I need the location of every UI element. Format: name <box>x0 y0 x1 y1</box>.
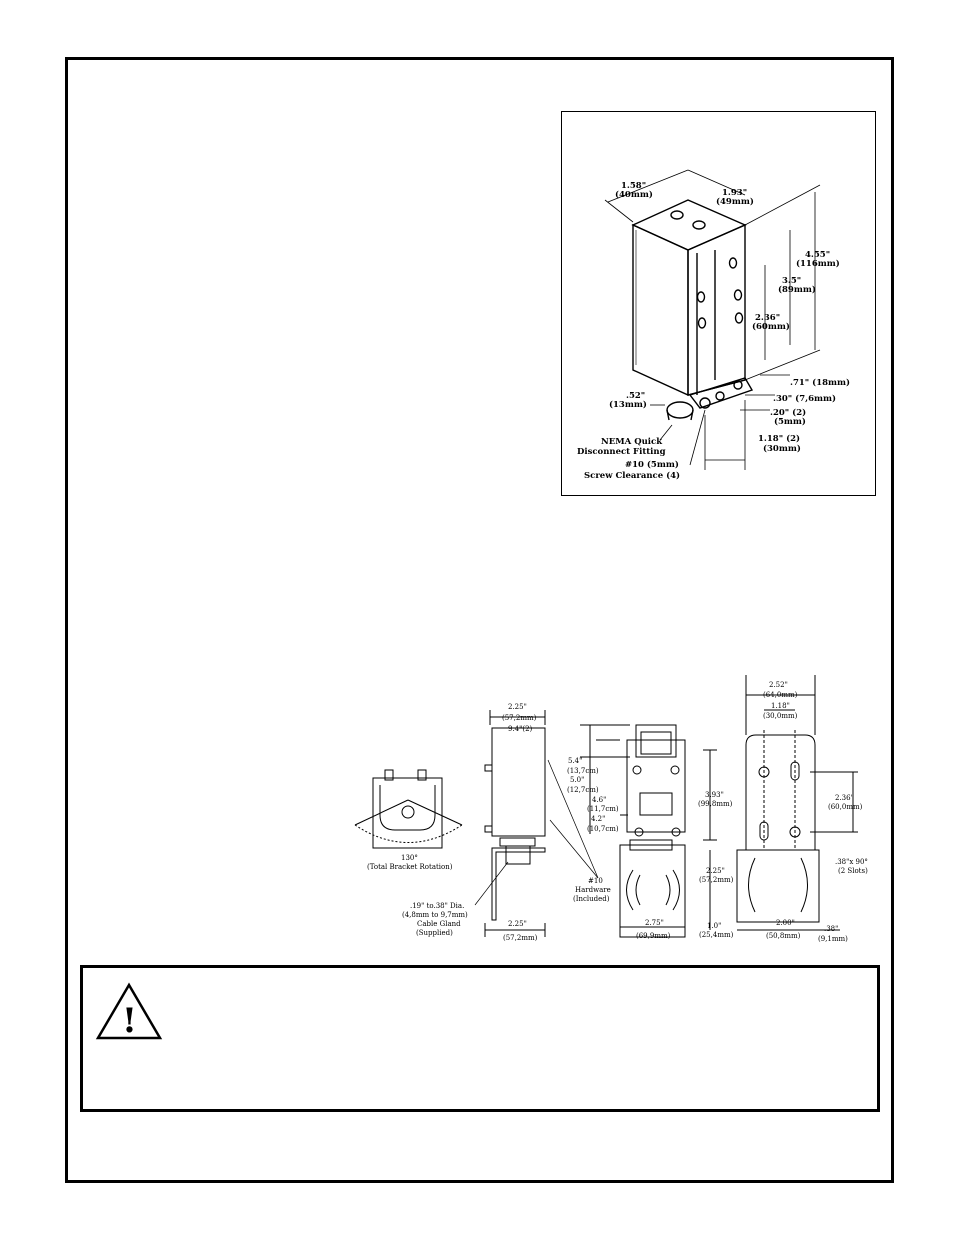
front-h3-in: 4.6" <box>592 796 606 804</box>
rotation-label: (Total Bracket Rotation) <box>367 863 453 871</box>
fitting-label-line1: NEMA Quick <box>601 437 663 447</box>
top-button-1 <box>670 210 684 220</box>
dim-height-mm: (116mm) <box>796 258 840 269</box>
front-low-in: 2.25" <box>706 867 725 875</box>
side-top-mm: (57,2mm) <box>502 714 537 722</box>
mounting-flange <box>688 377 754 409</box>
bracket-top-mm: (64,0mm) <box>763 691 798 699</box>
front-h2-in: 5.0" <box>570 776 584 784</box>
front-h5-in: 3.93" <box>705 791 724 799</box>
side-bottom-in: 2.25" <box>508 920 527 928</box>
bracket-top-in: 2.52" <box>769 681 788 689</box>
dim-d5-mm: (13mm) <box>609 399 647 410</box>
front-bottom-mm: (69,9mm) <box>636 932 671 940</box>
bracket-bottom-in: 2.00" <box>776 919 795 927</box>
screw-label-line1: #10 (5mm) <box>625 459 679 470</box>
bracket-view <box>736 675 858 931</box>
front-low-mm: (57,2mm) <box>699 876 734 884</box>
bracket-bottom-mm: (50,8mm) <box>766 932 801 940</box>
dim-width-mm: (40mm) <box>615 189 653 200</box>
hardware-line2: Hardware <box>575 886 611 894</box>
rotation-angle: 130° <box>401 854 418 862</box>
side-bottom-mm: (57,2mm) <box>503 934 538 942</box>
dim-h3-in: 2.36" <box>755 313 780 323</box>
dim-d3-in: .20" (2) <box>770 407 806 418</box>
side-top-in: 2.25" <box>508 703 527 711</box>
front-view <box>580 724 717 938</box>
dim-d5-in: .52" <box>626 391 645 401</box>
bracket-mid-in: 1.18" <box>771 702 790 710</box>
dim-d3-mm: (5mm) <box>774 416 806 427</box>
side-top-sub: 9.4"(2) <box>508 725 533 733</box>
front-h5-mm: (99,8mm) <box>698 800 733 808</box>
hardware-line1: #10 <box>588 877 603 885</box>
dim-d4-mm: (30mm) <box>763 443 801 454</box>
front-h3-mm: (11,7cm) <box>587 805 619 813</box>
isometric-drawing-panel <box>561 111 876 496</box>
front-h4-mm: (10,7cm) <box>587 825 619 833</box>
front-h1-in: 5.4" <box>568 757 582 765</box>
gland-line4: (Supplied) <box>416 929 453 937</box>
dim-d1: .71" (18mm) <box>790 377 850 388</box>
warning-box <box>80 965 880 1112</box>
front-bottom-in: 2.75" <box>645 919 664 927</box>
page-border <box>65 57 894 1183</box>
dim-h2-mm: (89mm) <box>778 284 816 295</box>
dim-d4-in: 1.18" (2) <box>758 433 800 444</box>
screw-label-line2: Screw Clearance (4) <box>584 470 680 481</box>
front-h4-in: 4.2" <box>591 815 605 823</box>
hardware-line3: (Included) <box>573 895 610 903</box>
rotation-view <box>354 769 463 849</box>
front-h1-mm: (13,7cm) <box>567 767 599 775</box>
bracket-slot-line2: (2 Slots) <box>838 867 868 875</box>
dim-depth-mm: (49mm) <box>716 196 754 207</box>
bracket-side-mm: (60,0mm) <box>828 803 863 811</box>
side-view <box>484 710 546 937</box>
gland-line2: (4,8mm to 9,7mm) <box>402 911 468 919</box>
dim-width-in: 1.58" <box>621 181 646 191</box>
front-foot-mm: (25,4mm) <box>699 931 734 939</box>
bracket-mid-mm: (30,0mm) <box>763 712 798 720</box>
fitting-label-line2: Disconnect Fitting <box>577 447 666 457</box>
bracket-edge-mm: (9,1mm) <box>818 935 848 943</box>
front-h2-mm: (12,7cm) <box>567 786 599 794</box>
dim-d2: .30" (7,6mm) <box>773 393 836 404</box>
gland-line1: .19" to.38" Dia. <box>410 902 464 910</box>
dim-height-in: 4.55" <box>805 250 830 260</box>
front-foot-in: 1.0" <box>707 922 721 930</box>
dim-h2-in: 3.5" <box>782 276 801 286</box>
bracket-slot-line1: .38"x 90° <box>835 858 868 866</box>
top-button-2 <box>692 220 706 230</box>
dim-depth-in: 1.93" <box>722 188 747 198</box>
warning-exclamation: ! <box>122 1001 137 1041</box>
bracket-side-in: 2.36" <box>835 794 854 802</box>
bracket-edge-in: .38" <box>824 925 838 933</box>
gland-line3: Cable Gland <box>417 920 461 928</box>
dim-h3-mm: (60mm) <box>752 321 790 332</box>
